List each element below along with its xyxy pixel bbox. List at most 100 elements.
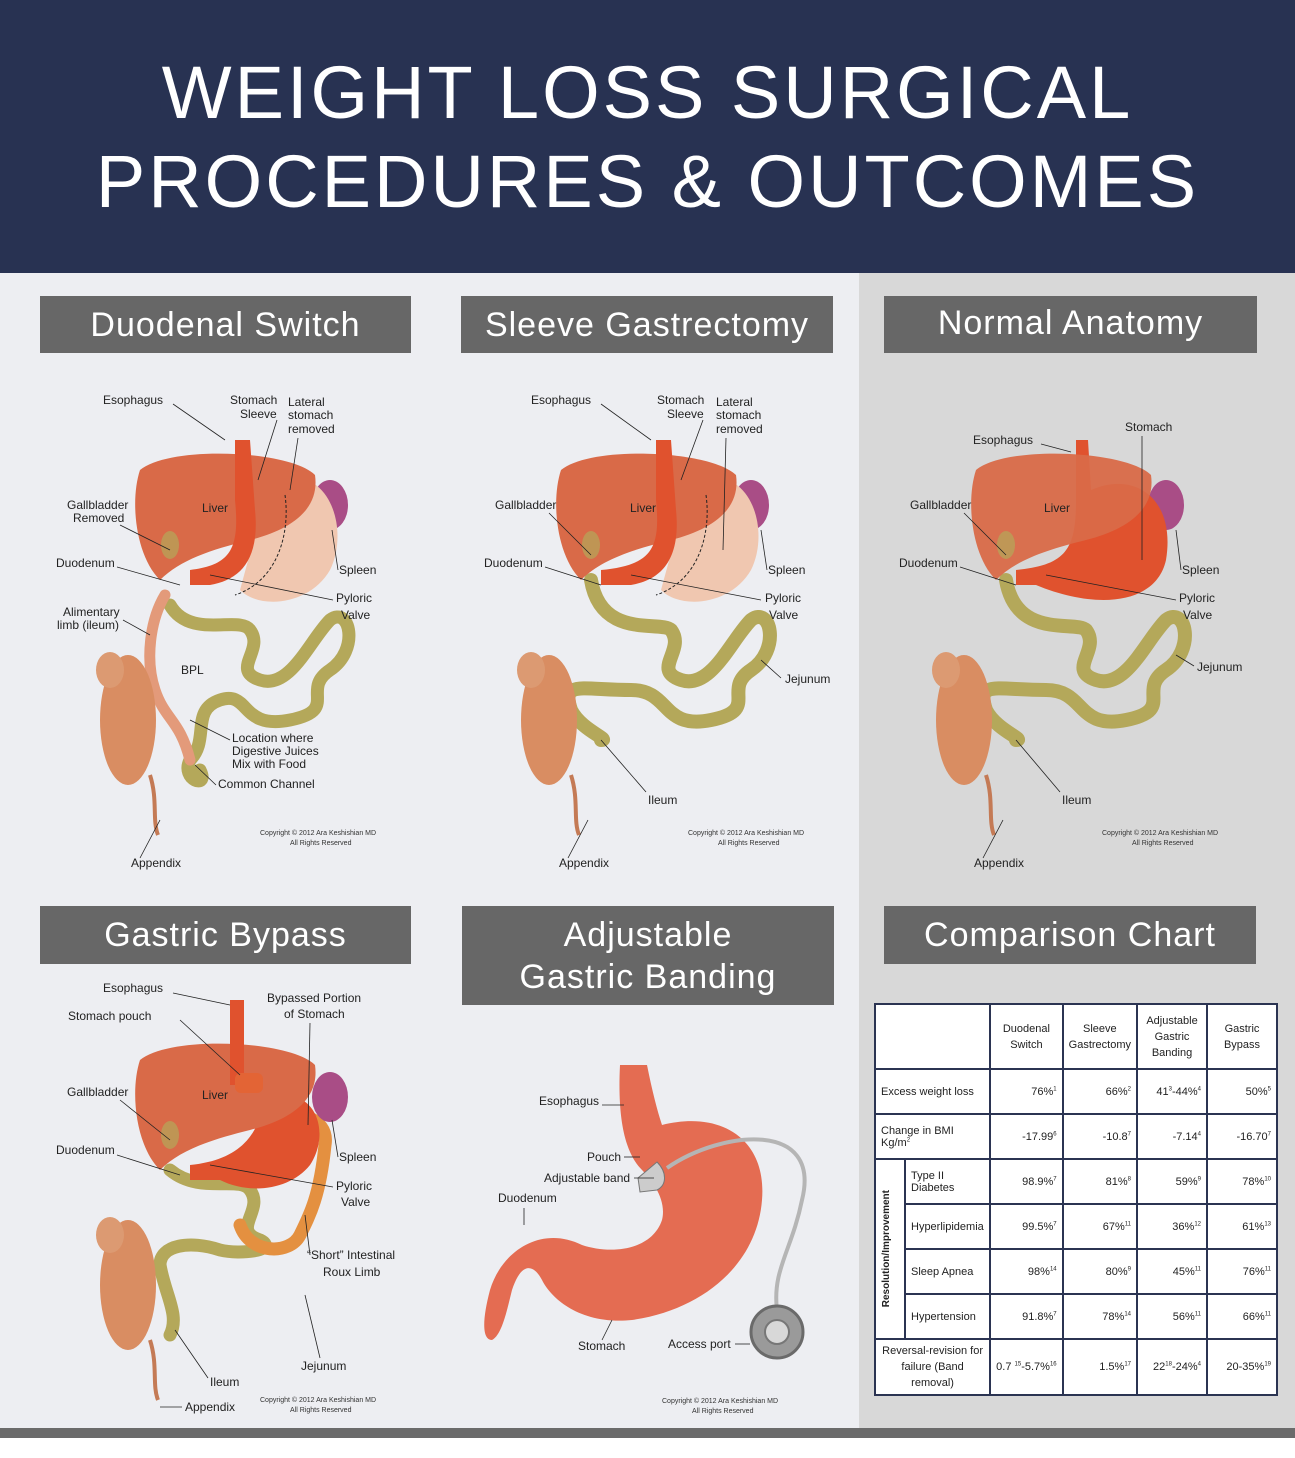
table-cell: 56%11 <box>1136 1293 1208 1340</box>
panel-title-banding: Adjustable Gastric Banding <box>462 906 834 1005</box>
cell-value: -24% <box>1171 1361 1198 1373</box>
intestine-shape <box>561 573 777 747</box>
gallbladder-shape <box>161 531 179 559</box>
cell-value: -16.70 <box>1236 1130 1268 1143</box>
colon-shape <box>936 655 992 785</box>
liver-shape <box>556 453 737 580</box>
table-cell: 76%1 <box>989 1068 1064 1115</box>
cell-value: 66% <box>1105 1085 1128 1098</box>
table-cell: 2218-24%4 <box>1136 1338 1208 1396</box>
table-cell: 66%2 <box>1061 1068 1139 1115</box>
label-liver: Liver <box>202 1088 228 1102</box>
col-header-text: Duodenal <box>1002 1022 1050 1035</box>
cell-value: 98.9% <box>1022 1175 1054 1188</box>
table-cell: 67%11 <box>1061 1203 1139 1250</box>
cell-value: 0.7 <box>996 1361 1015 1373</box>
cell-ref: 10 <box>1264 1175 1271 1182</box>
table-cell: 61%13 <box>1206 1203 1278 1250</box>
table-cell: 98.9%7 <box>989 1158 1064 1205</box>
table-cell: 91.8%7 <box>989 1293 1064 1340</box>
banding-title-line2: Gastric Banding <box>519 958 777 996</box>
cell-value: 80% <box>1105 1265 1128 1278</box>
appendix-shape <box>569 774 581 836</box>
leader-lines <box>116 992 339 1408</box>
comparison-title-text: Comparison Chart <box>924 916 1216 954</box>
label-access-port: Access port <box>668 1337 731 1351</box>
cell-value: 36% <box>1172 1220 1195 1233</box>
liver-shape <box>135 453 316 580</box>
duodenal-switch-diagram: Esophagus Stomach Sleeve Lateral stomach… <box>56 393 376 870</box>
label-appendix: Appendix <box>974 856 1024 870</box>
cell-value: -7.14 <box>1172 1130 1198 1143</box>
cell-ref: 13 <box>1264 1220 1271 1227</box>
col-header-text: Gastric <box>1154 1030 1190 1043</box>
cell-value: 45% <box>1172 1265 1195 1278</box>
cell-value: 41 <box>1156 1085 1169 1098</box>
cell-value: 59% <box>1175 1175 1198 1188</box>
cell-ref: 4 <box>1197 1085 1201 1092</box>
table-cell: 80%9 <box>1061 1248 1139 1295</box>
cell-ref: 7 <box>1053 1175 1057 1182</box>
sleeve-cut-line <box>234 494 287 596</box>
row-label-text: failure (Band removal) <box>901 1361 964 1389</box>
label-pyloric-1: Pyloric <box>336 591 372 605</box>
label-stomach-sleeve-1: Stomach <box>230 393 277 407</box>
spleen-shape <box>312 1072 348 1122</box>
cell-ref: 2 <box>1127 1085 1131 1092</box>
gallbladder-shape <box>997 531 1015 559</box>
esophagus-shape <box>230 1000 244 1085</box>
label-lateral-2: stomach <box>288 408 333 422</box>
leader-lines <box>523 1104 750 1345</box>
row-label: Hypertension <box>903 1293 992 1340</box>
label-bypassed-1: Bypassed Portion <box>267 991 361 1005</box>
table-header-row: Duodenal Switch Sleeve Gastrectomy Adjus… <box>873 1003 1278 1070</box>
leader-lines <box>544 403 782 859</box>
leader-lines <box>959 436 1195 859</box>
label-location-3: Mix with Food <box>232 757 306 771</box>
label-stomach: Stomach <box>578 1339 625 1353</box>
banding-title-line1: Adjustable <box>563 916 733 954</box>
label-liver: Liver <box>202 501 228 515</box>
label-liver: Liver <box>1044 501 1070 515</box>
label-alimentary-2: limb (ileum) <box>57 618 119 632</box>
cell-value: -44% <box>1171 1085 1198 1098</box>
label-band: Adjustable band <box>544 1171 630 1185</box>
cell-value: 81% <box>1105 1175 1128 1188</box>
label-pyloric-1: Pyloric <box>1179 591 1215 605</box>
label-appendix: Appendix <box>185 1400 235 1414</box>
col-duodenal-switch: Duodenal Switch <box>989 1003 1064 1070</box>
panel-title-comparison: Comparison Chart <box>884 906 1256 964</box>
group-label-cell: Resolution/Improvement <box>874 1158 906 1340</box>
table-cell: 36%12 <box>1136 1203 1208 1250</box>
cell-ref: 9 <box>1197 1175 1201 1182</box>
cell-value: 91.8% <box>1022 1310 1054 1323</box>
label-stomach-sleeve-2: Sleeve <box>667 407 704 421</box>
panel-title-bypass: Gastric Bypass <box>40 906 411 964</box>
label-duodenum: Duodenum <box>899 556 958 570</box>
cell-ref: 3 <box>1168 1085 1172 1092</box>
bottom-bar <box>0 1428 1295 1438</box>
appendix-shape <box>984 774 996 836</box>
label-liver: Liver <box>630 501 656 515</box>
header-banner: WEIGHT LOSS SURGICAL PROCEDURES & OUTCOM… <box>0 0 1295 273</box>
label-spleen: Spleen <box>339 563 376 577</box>
col-header-text: Gastrectomy <box>1068 1038 1131 1051</box>
label-duodenum: Duodenum <box>484 556 543 570</box>
label-pyloric-2: Valve <box>769 608 798 622</box>
table-row: Change in BMI Kg/m2 -17.996 -10.87 -7.14… <box>873 1113 1278 1160</box>
cell-ref: 7 <box>1053 1220 1057 1227</box>
label-jejunum: Jejunum <box>785 672 830 686</box>
table-cell: 66%11 <box>1206 1293 1278 1340</box>
table-cell: 45%11 <box>1136 1248 1208 1295</box>
cell-ref: 7 <box>1267 1130 1271 1137</box>
cell-value: 67% <box>1102 1220 1125 1233</box>
label-spleen: Spleen <box>1182 563 1219 577</box>
table-row: Hypertension 91.8%7 78%14 56%11 66%11 <box>875 1293 1278 1340</box>
label-duodenum: Duodenum <box>56 556 115 570</box>
table-row: Hyperlipidemia 99.5%7 67%11 36%12 61%13 <box>875 1203 1278 1250</box>
panel-title-duodenal-switch: Duodenal Switch <box>40 296 411 353</box>
cell-value: 50% <box>1245 1085 1268 1098</box>
liver-shape <box>971 453 1152 580</box>
label-stomach-pouch: Stomach pouch <box>68 1009 151 1023</box>
